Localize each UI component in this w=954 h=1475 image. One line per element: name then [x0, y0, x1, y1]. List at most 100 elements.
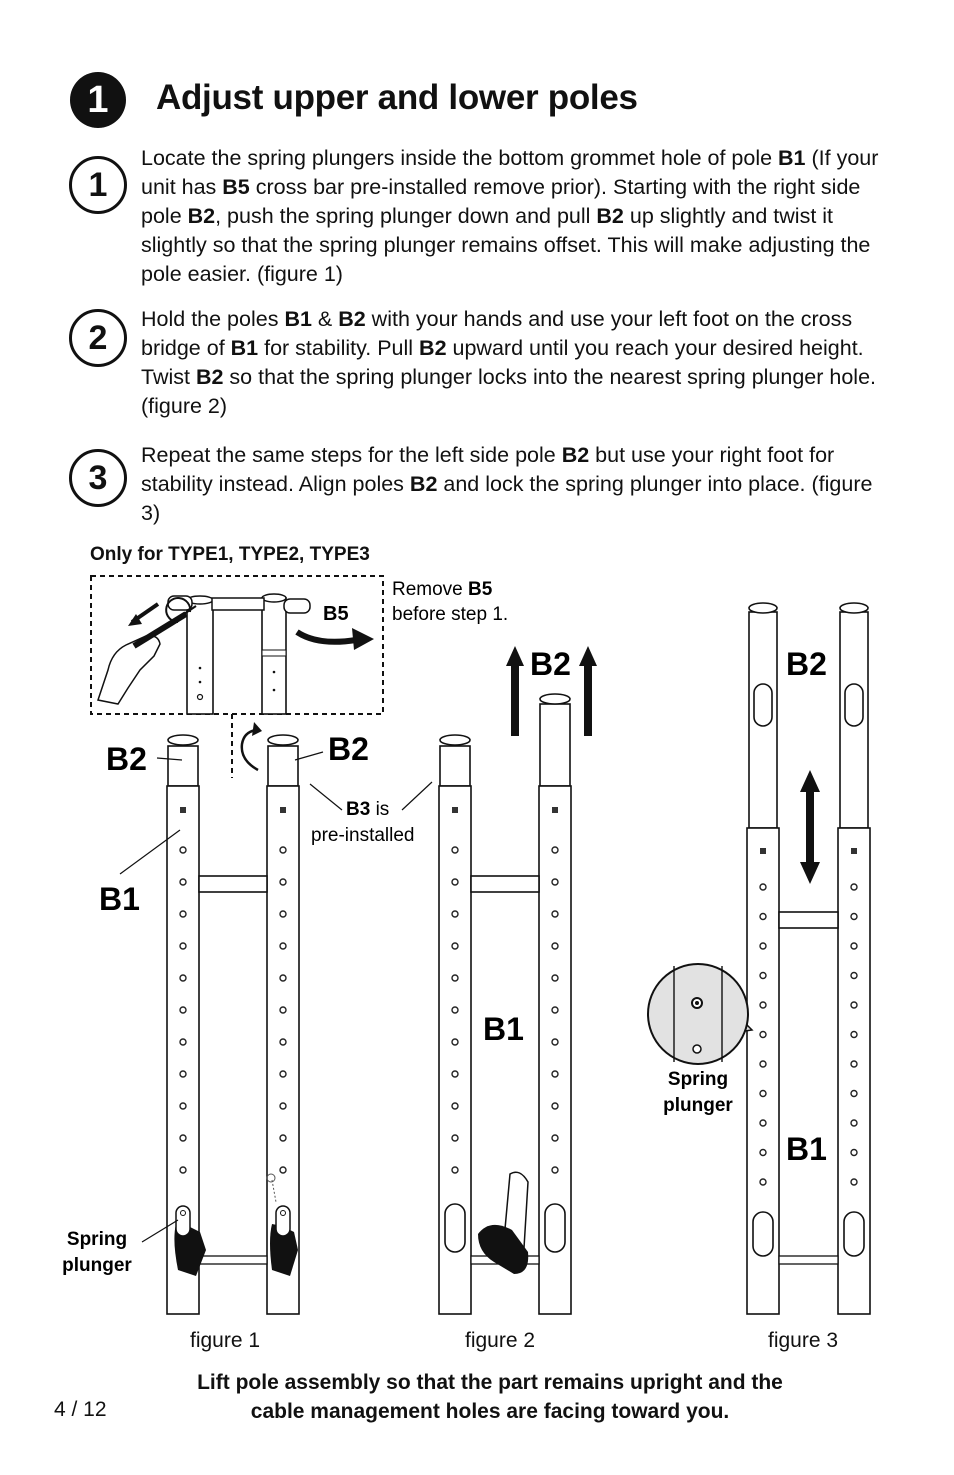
step-text-segment: Locate the spring plungers inside the bo… — [141, 146, 779, 170]
pole-hole — [551, 1070, 559, 1078]
pole-hole — [279, 1102, 287, 1110]
pole-hole — [850, 912, 858, 921]
b2-label-left: B2 — [106, 741, 147, 777]
spring-plunger-label-line2: plunger — [62, 1255, 132, 1276]
step-3-text: Repeat the same steps for the left side … — [141, 441, 891, 528]
part-code: B2 — [338, 307, 366, 331]
figure-3-caption: figure 3 — [768, 1329, 839, 1352]
step-1-number: 1 — [69, 156, 127, 214]
pole-hole — [551, 846, 559, 854]
section-number-badge: 1 — [70, 72, 126, 128]
pole-hole — [279, 846, 287, 854]
pole-hole — [850, 883, 858, 891]
pole-hole — [451, 878, 459, 886]
pole-hole — [850, 971, 858, 980]
part-code: B2 — [409, 472, 438, 496]
b2-label: B2 — [530, 646, 571, 682]
step-text-segment: with your hands and use your left foot o… — [141, 307, 853, 360]
part-code: B1 — [230, 336, 259, 360]
footer-instruction: Lift pole assembly so that the part rema… — [140, 1368, 840, 1426]
pole-hole — [279, 1134, 287, 1142]
remove-b5-note-line1: Remove B5 — [392, 579, 493, 600]
step-text-segment: upward until you reach your desired heig… — [141, 336, 864, 389]
pole-hole — [551, 910, 559, 918]
pole-hole — [179, 1134, 187, 1142]
pole-hole — [451, 1006, 459, 1014]
pole-hole — [551, 878, 559, 886]
step-2-text: Hold the poles B1 & B2 with your hands a… — [141, 305, 891, 421]
pole-hole — [279, 974, 287, 982]
pole-hole — [279, 910, 287, 918]
pole-hole — [759, 971, 767, 980]
pole-hole — [451, 910, 459, 918]
pole-hole — [179, 1070, 187, 1078]
pole-hole — [759, 1178, 767, 1186]
pole-hole — [179, 846, 187, 854]
pole-hole — [179, 910, 187, 918]
part-code: B5 — [222, 175, 250, 199]
pole-hole — [850, 1148, 858, 1157]
pole-hole — [759, 912, 767, 921]
pole-hole — [759, 1030, 767, 1039]
spring-plunger-label-line1: Spring — [668, 1069, 728, 1090]
footer-line-2: cable management holes are facing toward… — [250, 1400, 730, 1423]
pole-hole — [551, 1102, 559, 1110]
pole-hole — [451, 942, 459, 950]
pole-hole — [850, 1119, 858, 1127]
type-note: Only for TYPE1, TYPE2, TYPE3 — [90, 544, 370, 565]
step-3-number: 3 — [69, 449, 127, 507]
step-text-segment: up slightly and twist it slightly so tha… — [141, 204, 871, 286]
pole-hole — [451, 1166, 459, 1174]
part-code: B2 — [561, 443, 590, 467]
pole-hole — [451, 1038, 459, 1046]
pole-hole — [179, 1038, 187, 1046]
pole-hole — [279, 1166, 287, 1174]
pole-hole — [179, 1006, 187, 1014]
step-text-segment: so that the spring plunger locks into th… — [141, 365, 877, 418]
step-text-segment: but use your right foot for stability in… — [141, 443, 835, 496]
pole-hole — [451, 846, 459, 854]
figure-1-drawing: B5 Remove B5 before step 1. — [62, 575, 508, 1315]
b5-inset-label: B5 — [323, 603, 349, 625]
pole-hole — [279, 878, 287, 886]
footer-line-1: Lift pole assembly so that the part rema… — [197, 1371, 783, 1394]
pole-hole — [451, 1070, 459, 1078]
step-text-segment: Hold the poles — [141, 307, 285, 331]
pole-hole — [551, 1134, 559, 1142]
step-text-segment: , push the spring plunger down and pull — [215, 204, 597, 228]
pole-hole — [759, 883, 767, 891]
pole-hole — [551, 942, 559, 950]
pole-hole — [179, 1166, 187, 1174]
pole-hole — [279, 1070, 287, 1078]
figure-2-drawing: B2 B1 — [438, 646, 597, 1315]
spring-plunger-label-line1: Spring — [67, 1229, 127, 1250]
pole-hole — [551, 1166, 559, 1174]
pole-hole — [279, 1006, 287, 1014]
pole-hole — [759, 1148, 767, 1157]
b2-label-right: B2 — [328, 731, 369, 767]
part-code: B2 — [195, 365, 224, 389]
pole-hole — [179, 878, 187, 886]
b1-label: B1 — [483, 1011, 524, 1047]
step-text-segment: and lock the spring plunger into place. … — [141, 472, 873, 525]
b3-note-line2: pre-installed — [311, 825, 415, 846]
part-code: B1 — [778, 146, 806, 170]
figure-1-caption: figure 1 — [190, 1329, 261, 1352]
part-code: B2 — [596, 204, 624, 228]
pole-hole — [551, 974, 559, 982]
step-2-number: 2 — [69, 309, 127, 367]
pole-hole — [850, 1001, 858, 1009]
pole-hole — [850, 1178, 858, 1186]
figure-2-caption: figure 2 — [465, 1329, 536, 1352]
pole-hole — [850, 1030, 858, 1039]
pole-hole — [279, 1038, 287, 1046]
step-text-segment: Repeat the same steps for the left side … — [141, 443, 562, 467]
step-text-segment: cross bar pre-installed remove prior). S… — [141, 175, 861, 228]
page-number: 4 / 12 — [54, 1398, 107, 1421]
page-title: Adjust upper and lower poles — [156, 78, 638, 117]
pole-hole — [279, 942, 287, 950]
step-1-text: Locate the spring plungers inside the bo… — [141, 144, 891, 289]
pole-hole — [850, 1089, 858, 1098]
pole-hole — [759, 1119, 767, 1127]
pole-hole — [179, 942, 187, 950]
